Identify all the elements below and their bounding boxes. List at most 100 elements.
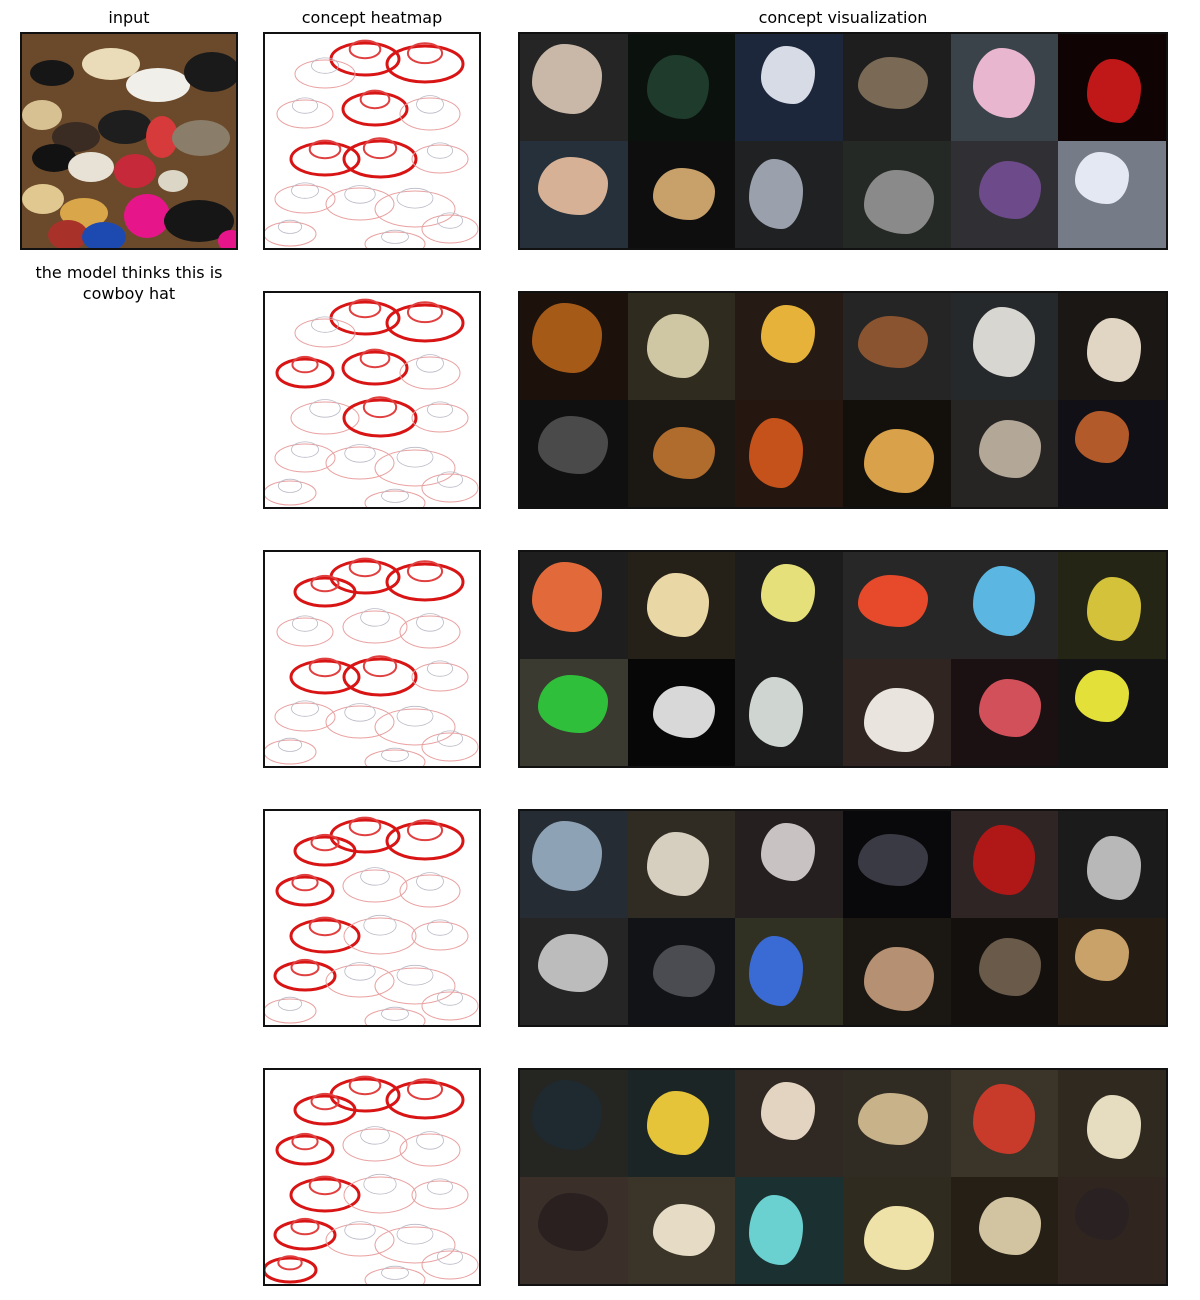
example-image-sunglasses [520, 34, 628, 141]
heatmap-contour [385, 44, 465, 84]
example-image-keys [627, 659, 736, 766]
hat-shape [184, 52, 236, 92]
example-image-sandal [950, 400, 1059, 507]
example-image-violin [735, 400, 843, 507]
highlighted-region [761, 823, 816, 881]
heatmap-contour [385, 303, 465, 343]
heatmap-contour [416, 95, 444, 114]
heatmap-contour [406, 42, 444, 65]
concept-heatmap [263, 291, 481, 509]
highlighted-region [761, 305, 816, 363]
example-image-heels [1058, 1177, 1166, 1284]
heatmap-contour [362, 396, 398, 419]
example-image-red-pick [842, 552, 951, 659]
hat-shape [124, 194, 170, 238]
highlighted-region [538, 675, 608, 733]
example-image-floral-shoes [735, 34, 843, 141]
heatmap-contour [416, 354, 444, 373]
heatmap-contour [360, 867, 390, 886]
example-image-plunger-red [735, 1070, 843, 1177]
heatmap-contour [308, 657, 342, 678]
heatmap-contour [381, 1006, 409, 1021]
heatmap-contour [342, 139, 418, 179]
highlighted-region [646, 314, 709, 378]
example-image-brown-boot [842, 293, 951, 400]
heatmap-contour [406, 1078, 444, 1101]
heatmap-contour [277, 996, 303, 1011]
heatmap-contour [385, 562, 465, 602]
highlighted-region [652, 1204, 715, 1256]
highlighted-region [972, 825, 1035, 895]
heatmap-contour [276, 99, 334, 129]
example-image-guitar-picks [520, 552, 628, 659]
example-image-keyboard [627, 811, 736, 918]
heatmap-contour [396, 1223, 434, 1245]
heatmap-contour [374, 449, 456, 487]
heatmap-contour [289, 141, 361, 177]
example-image-child-sunglasses [520, 141, 628, 248]
heatmap-contour [291, 355, 319, 374]
heatmap-contour [289, 918, 361, 954]
heatmap-contour [293, 576, 357, 608]
heatmap-contour [436, 212, 463, 229]
heatmap-contour [364, 1008, 426, 1025]
highlighted-region [1075, 1188, 1130, 1240]
highlighted-region [761, 564, 816, 622]
example-image-clogs-display [735, 293, 843, 400]
heatmap-contour [310, 833, 340, 852]
example-image-slippers [950, 293, 1059, 400]
heatmap-contour [291, 182, 319, 199]
concept-heatmap [263, 1068, 481, 1286]
heatmap-contour [265, 739, 317, 765]
heatmap-contour [294, 318, 356, 348]
heatmap-contour [364, 490, 426, 507]
heatmap-contour [342, 1128, 408, 1162]
highlighted-region [532, 821, 602, 891]
highlighted-region [978, 420, 1041, 478]
highlighted-region [652, 686, 715, 738]
heatmap-contour [385, 1080, 465, 1120]
prediction-caption: the model thinks this is cowboy hat [35, 263, 223, 303]
highlighted-region [1087, 59, 1142, 123]
heatmap-contour [310, 574, 340, 593]
highlighted-region [978, 679, 1041, 737]
highlighted-region [857, 57, 928, 109]
example-image-plunger [520, 1070, 628, 1177]
heatmap-contour [290, 1217, 320, 1236]
highlighted-region [646, 55, 709, 119]
example-image-crowd [735, 918, 843, 1025]
concept-visualization-grid [518, 1068, 1168, 1286]
heatmap-contour [374, 1226, 456, 1264]
heatmap-contour [426, 142, 453, 159]
heatmap-contour [325, 705, 395, 739]
heatmap-contour [325, 446, 395, 480]
highlighted-region [863, 429, 934, 493]
heatmap-contour [342, 657, 418, 697]
hat-shape [68, 152, 114, 182]
heatmap-contour [294, 59, 356, 89]
highlighted-region [857, 575, 928, 627]
hat-shape [22, 100, 62, 130]
heatmap-contour [274, 184, 336, 214]
highlighted-region [646, 1091, 709, 1155]
heatmap-contour [411, 921, 469, 951]
heatmap-outlines [265, 557, 479, 766]
heatmap-contour [399, 615, 461, 649]
highlighted-region [538, 934, 608, 992]
heatmap-header: concept heatmap [301, 8, 443, 27]
concept-heatmap [263, 809, 481, 1027]
heatmap-contour [396, 964, 434, 986]
heatmap-contour [421, 732, 479, 762]
heatmap-contour [291, 97, 319, 114]
highlighted-region [532, 562, 602, 632]
highlighted-region [857, 834, 928, 886]
heatmap-contour [291, 615, 319, 632]
example-image-shop-window [842, 1070, 951, 1177]
heatmap-contour [426, 1178, 453, 1195]
hat-shape [48, 220, 88, 248]
heatmap-contour [274, 443, 336, 473]
highlighted-region [863, 170, 934, 234]
heatmap-contour [381, 1265, 409, 1280]
example-image-black-shoes [520, 400, 628, 507]
example-image-roof-tiles [627, 293, 736, 400]
